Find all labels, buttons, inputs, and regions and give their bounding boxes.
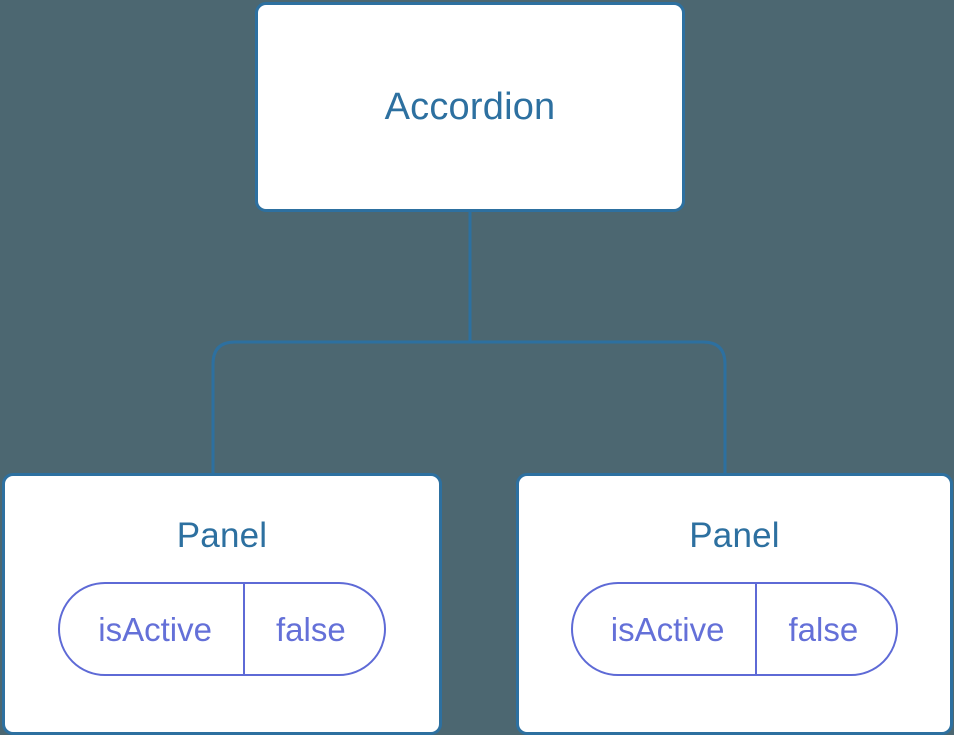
node-panel-2[interactable]: Panel isActive false <box>516 473 953 735</box>
node-panel-1[interactable]: Panel isActive false <box>2 473 442 735</box>
node-accordion[interactable]: Accordion <box>255 2 685 212</box>
prop-value: false <box>755 584 896 674</box>
edge-branch-left <box>211 340 470 476</box>
prop-pill-isactive[interactable]: isActive false <box>58 582 386 676</box>
edge-branch-right <box>470 340 727 476</box>
prop-key: isActive <box>610 610 725 648</box>
prop-value: false <box>242 584 384 674</box>
prop-pill-isactive[interactable]: isActive false <box>570 582 899 676</box>
prop-key: isActive <box>98 610 212 648</box>
node-title: Panel <box>176 516 268 555</box>
node-title: Panel <box>689 516 780 555</box>
node-title: Accordion <box>384 86 556 128</box>
